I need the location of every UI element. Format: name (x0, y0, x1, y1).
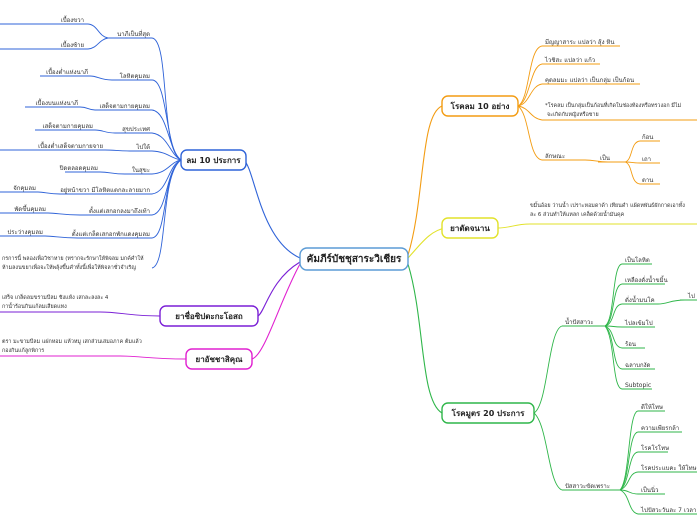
list-item: น้ำปัสสาวะ (565, 316, 594, 326)
list-item: เบื้องขวา (61, 14, 84, 24)
hub-roklom10-label: โรคลม 10 อย่าง (450, 101, 510, 111)
list-item: จักคุมลม (13, 185, 36, 192)
list-item: มีญญาสาระ แปลว่า สุ้ง หิน (545, 38, 615, 46)
list-item: เป็น (600, 153, 610, 162)
hub-lom10-label: ลม 10 ประการ (186, 156, 241, 165)
list-item: อยู่หน้าขวา มีโลหิตแตกละลายมาก (60, 186, 150, 194)
list-item: ก้อน (642, 134, 653, 141)
branch-rokmut20 (533, 263, 697, 515)
lom10-subitems: เบื้องขวา เบื้องซ้าย เบื้องต่ำแห่งนาภี เ… (7, 14, 103, 236)
list-item: เสด็จตามกายคุมลม (100, 101, 151, 110)
list-item: ประว่างคุมลม (7, 229, 43, 236)
list-item: ไปปัสวะวันละ 7 เวลา (640, 506, 696, 514)
hub-lom10-box[interactable] (180, 149, 247, 171)
list-item: จะเกิดกับหญิงหรือชาย (547, 111, 599, 118)
list-item: ตั้งแต่เกล็ดเสกอกพักแดงคุมลม (72, 228, 150, 238)
list-item: ดาน (642, 177, 653, 184)
roklom10-items: มีญญาสาระ แปลว่า สุ้ง หิน ไวชิสะ แปลว่า … (544, 38, 682, 184)
list-item: เบื้องต่ำแห่งนาภี (46, 66, 88, 76)
list-item: เบื้องบนแห่งนาภี (36, 97, 79, 107)
list-item: ปิดตลอดคุมลม (59, 165, 98, 172)
list-item: ตั้งแต่เสกอกลงมาถึงเท้า (89, 205, 150, 215)
branch-yachaethan (497, 223, 697, 229)
branch-sivachu (0, 311, 161, 317)
list-item: พัดขึ้นคุมลม (14, 203, 46, 213)
list-item: เบื้องต่ำเสด็จตามกายจาย (38, 140, 103, 150)
list-item: โลหิตคุมลม (120, 72, 150, 80)
list-item: ลักษณะ (545, 153, 565, 160)
list-item: เป็นนิ่ว (641, 485, 658, 494)
chaiyatit-note-line: ตรา มะขามบีลม แฝกหอม แห้วหมู เสกส่วนเสมอ… (2, 338, 142, 345)
list-item: เหลืองดั่งน้ำขมิ้น (625, 274, 668, 284)
list-item: Subtopic (625, 382, 651, 389)
list-item: ดีให้โทษ (641, 403, 663, 411)
list-item: สุขประเทศ (122, 126, 150, 133)
branch-chaiyatit (0, 355, 187, 360)
branch-lom10 (0, 23, 182, 269)
list-item: เสด็จตามกายคุมลม (43, 121, 94, 130)
list-item: ปัสสาวะขัดเพราะ (565, 483, 610, 490)
yachaethan-note-line: ขมิ้นอ้อย ว่านน้ำ เปราะหอมดาด้า เทียนดำ … (530, 201, 685, 209)
list-item: ในสุขะ (132, 166, 150, 174)
connector-lines (243, 105, 447, 414)
list-item: ไปลเข้มโป (624, 319, 653, 327)
list-item: เป็นโลหิต (625, 255, 650, 264)
yachaethan-note-line: ละ 6 ส่วนทำให้แหลก เคล็ดด้วยน้ำมันคุค (530, 210, 625, 218)
hub-yachaethan-label: ยาตัดจนาน (450, 224, 490, 233)
center-title: คัมภีร์บัชชุสาระวิเชียร (307, 253, 402, 265)
list-item: เถา (642, 156, 651, 163)
list-item: โรคโรโทษ (641, 444, 669, 452)
list-item: เบื้องซ้าย (61, 39, 84, 49)
list-item: ไปใต้ (135, 143, 150, 151)
center-node-box[interactable] (299, 247, 409, 271)
list-item: โรคประแบคะ ให้โทษ (641, 464, 697, 472)
lom10-note: กรการนี้ พลองเพื่อวิชาหาย (ทรากจะรักษาให… (2, 254, 144, 271)
rokmut20-items: น้ำปัสสาวะ เป็นโลหิต เหลืองดั่งน้ำขมิ้น … (565, 255, 697, 514)
lom10-items: นาภีเป็นที่สุด โลหิตคุมลม เสด็จตามกายคุม… (60, 29, 150, 238)
branch-roklom10 (517, 45, 697, 185)
list-item: *โรคลม เป็นกลุ่มเป็นก้อนที่เกิดในช่องท้อ… (545, 101, 682, 109)
sivachu-note-line: กาน้ำร้อนกินแก้ลมเสียดแทง (2, 302, 67, 310)
list-item: ไป (687, 292, 695, 300)
list-item: คุดลมมะ แปลว่า เป็นกลุ่ม เป็นก้อน (545, 75, 634, 84)
list-item: ฉลาบกงัด (625, 362, 651, 369)
list-item: ความเพียรกล้า (641, 424, 679, 432)
note-line: ห้ามลงนขยาเพื่อจะให้พลุ้งขึ้นคำทั้งนี้เพ… (2, 263, 136, 271)
hub-chaiyatit-label: ยาอัชชาสิคุณ (196, 355, 244, 365)
list-item: ดั่งน้ำมนโค (625, 294, 655, 304)
list-item: ไวชิสะ แปลว่า แก้ว (544, 56, 595, 64)
list-item: ร้อน (625, 341, 636, 348)
sivachu-note-line: เสร็จ เกล็ดลมขรามบีลม ชิงแห้ง เสกละลงละ … (2, 293, 109, 301)
note-line: กรการนี้ พลองเพื่อวิชาหาย (ทรากจะรักษาให… (2, 254, 144, 262)
hub-sivachu-label: ยาชื่อซิปตะกะโอสถ (175, 310, 243, 321)
list-item: นาภีเป็นที่สุด (117, 29, 150, 38)
chaiyatit-note-line: กองกินแก้ลูกพิการ (2, 347, 44, 354)
hub-rokmut20-label: โรคมูตร 20 ประการ (451, 408, 525, 419)
